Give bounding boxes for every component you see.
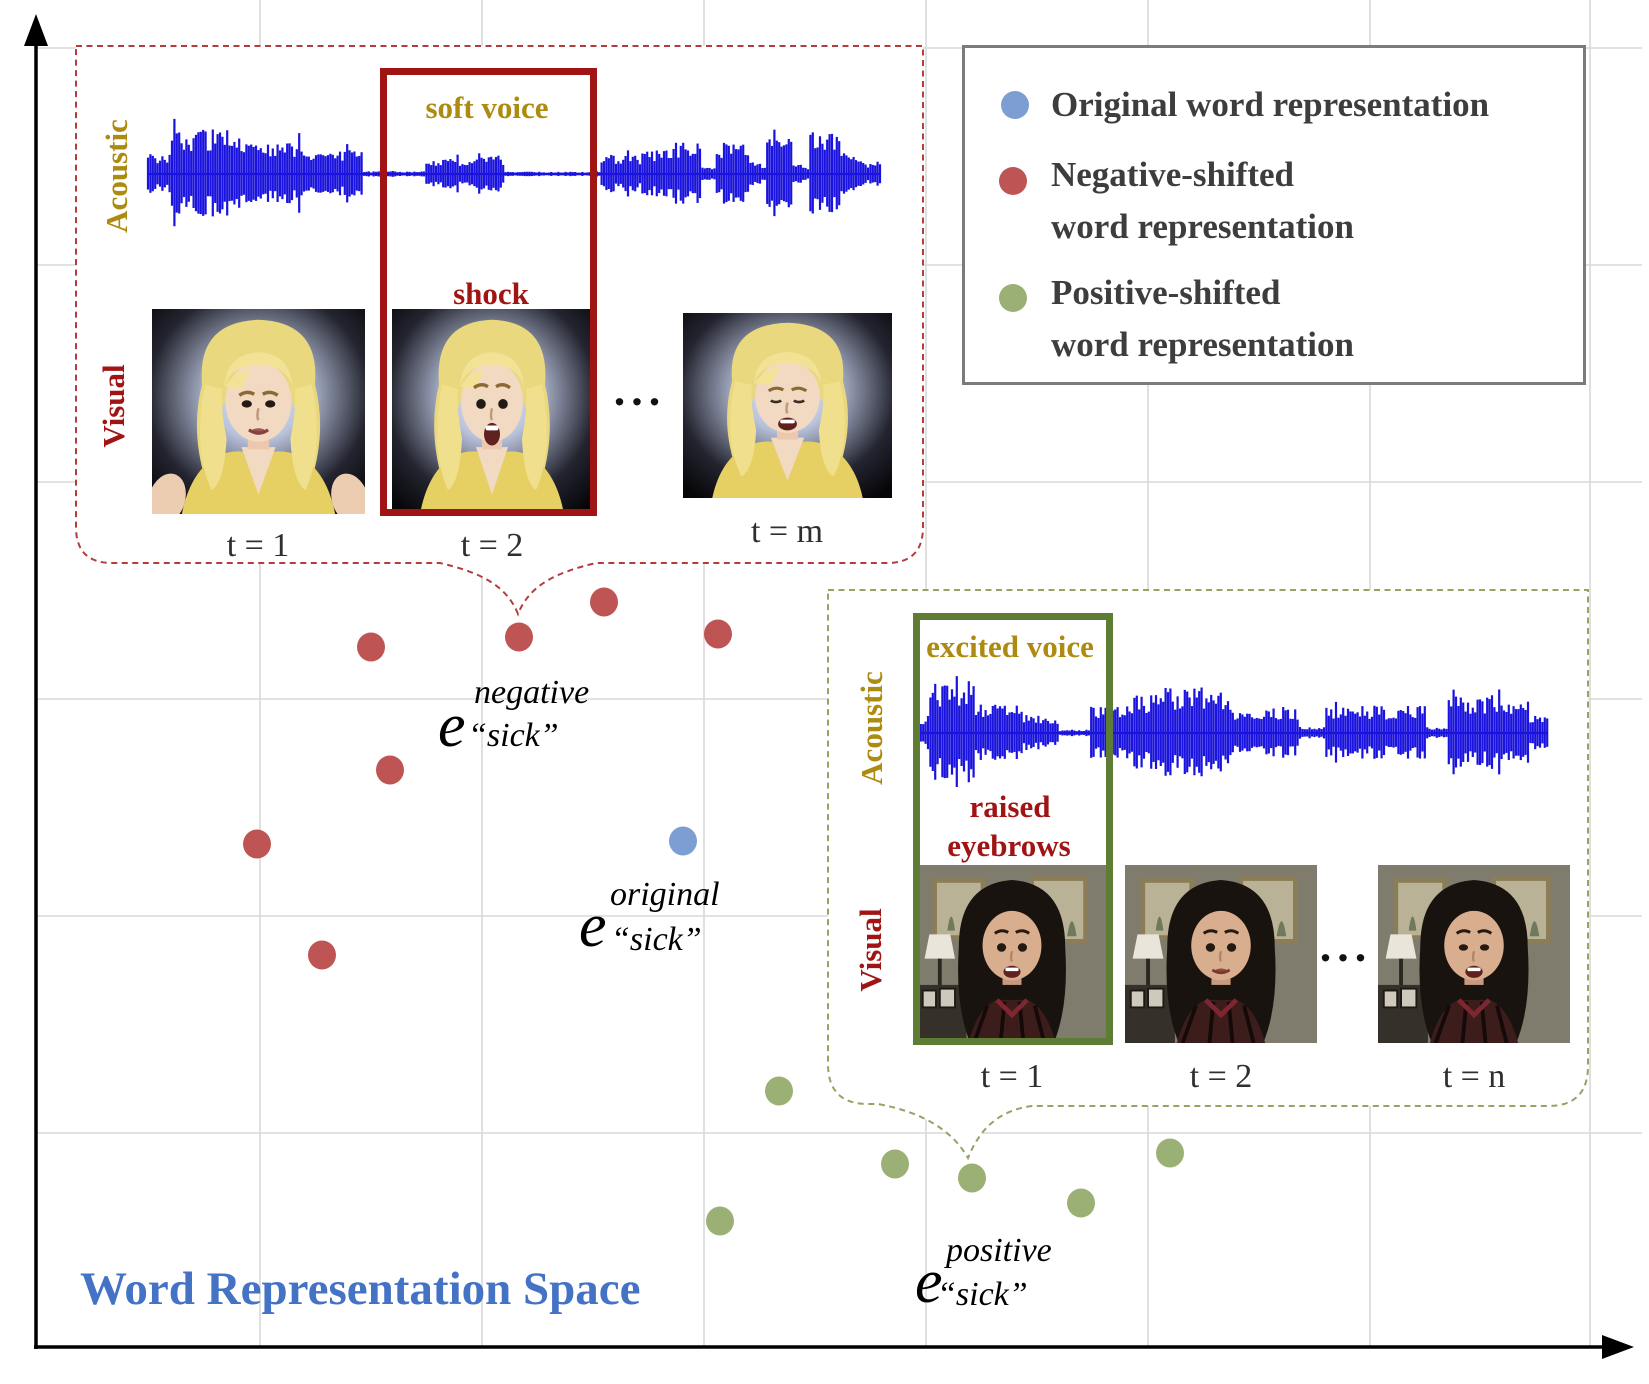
scatter-point-negative: [704, 619, 732, 649]
legend-label-positive-line2: word representation: [1051, 325, 1354, 364]
positive-frame-t2: [1125, 865, 1317, 1043]
positive-visual-tag-line2: eyebrows: [947, 828, 1071, 863]
positive-frame-tn: [1378, 865, 1570, 1043]
positive-frames-ellipsis: ...: [1319, 920, 1373, 971]
page-title: Word Representation Space: [80, 1263, 641, 1315]
negative-frame-tm: [683, 313, 892, 498]
negative-dot-icon: [999, 167, 1027, 195]
legend-label-positive-line1: Positive-shifted: [1051, 273, 1281, 312]
negative-frame-t1: [152, 309, 365, 514]
scatter-point-positive: [765, 1076, 793, 1106]
legend-label-negative: Negative-shifted word representation: [1051, 149, 1354, 253]
negative-audio-tag: soft voice: [425, 90, 549, 125]
scatter-point-negative: [505, 622, 533, 652]
positive-frame1-caption: t = 1: [980, 1058, 1044, 1095]
positive-audio-waveform: [914, 676, 1549, 787]
face-photo: [152, 309, 365, 514]
scatter-point-positive: [881, 1149, 909, 1179]
negative-frame1-caption: t = 1: [226, 527, 290, 564]
positive-dot-icon: [999, 284, 1027, 312]
negative-frame3-caption: t = m: [750, 513, 824, 550]
positive-embedding-sub: “sick”: [937, 1276, 1028, 1313]
scatter-point-negative: [357, 632, 385, 662]
positive-visual-tag-line1: raised: [969, 789, 1051, 824]
positive-audio-tag: excited voice: [926, 629, 1094, 664]
negative-embedding-sup: negative: [474, 674, 590, 711]
original-embedding-sup: original: [610, 876, 720, 913]
positive-visual-label: Visual: [853, 908, 888, 992]
x-axis-arrow-icon: [1602, 1335, 1634, 1359]
face-photo: [1378, 865, 1570, 1043]
scatter-point-negative: [376, 755, 404, 785]
negative-frame-t2: [392, 309, 592, 514]
face-photo: [917, 865, 1107, 1043]
original-embedding-base: e: [579, 892, 607, 960]
negative-embedding-base: e: [438, 692, 466, 760]
scatter-point-original: [669, 826, 697, 856]
positive-embedding-base: e: [915, 1248, 943, 1316]
scatter-point-positive: [706, 1206, 734, 1236]
legend-label-original: Original word representation: [1051, 85, 1490, 124]
positive-frame2-caption: t = 2: [1189, 1058, 1253, 1095]
scatter-point-negative: [243, 829, 271, 859]
legend-label-negative-line1: Negative-shifted: [1051, 155, 1295, 194]
face-photo: [1125, 865, 1317, 1043]
negative-frame2-caption: t = 2: [460, 527, 524, 564]
negative-embedding-sub: “sick”: [468, 717, 559, 754]
face-photo: [392, 309, 592, 514]
legend: Original word representation Negative-sh…: [962, 45, 1586, 385]
negative-visual-tag: shock: [453, 276, 529, 311]
negative-visual-label: Visual: [96, 364, 131, 448]
positive-embedding-sup: positive: [946, 1232, 1052, 1269]
scatter-point-positive: [1067, 1188, 1095, 1218]
negative-acoustic-label: Acoustic: [99, 119, 134, 233]
negative-audio-waveform: [146, 118, 882, 227]
original-embedding-sub: “sick”: [611, 921, 702, 958]
legend-label-positive: Positive-shifted word representation: [1051, 267, 1354, 371]
y-axis-arrow-icon: [24, 14, 48, 46]
scatter-point-positive: [1156, 1138, 1184, 1168]
face-photo: [683, 313, 892, 498]
scatter-point-positive: [958, 1163, 986, 1193]
negative-highlight-box: [380, 68, 597, 516]
scatter-point-negative: [308, 940, 336, 970]
scatter-point-negative: [590, 587, 618, 617]
positive-highlight-box: [913, 613, 1113, 1045]
positive-frame3-caption: t = n: [1442, 1058, 1506, 1095]
original-dot-icon: [1001, 91, 1029, 119]
legend-label-negative-line2: word representation: [1051, 207, 1354, 246]
positive-frame-t1: [917, 865, 1107, 1043]
positive-acoustic-label: Acoustic: [854, 671, 889, 785]
negative-frames-ellipsis: ...: [613, 364, 667, 415]
